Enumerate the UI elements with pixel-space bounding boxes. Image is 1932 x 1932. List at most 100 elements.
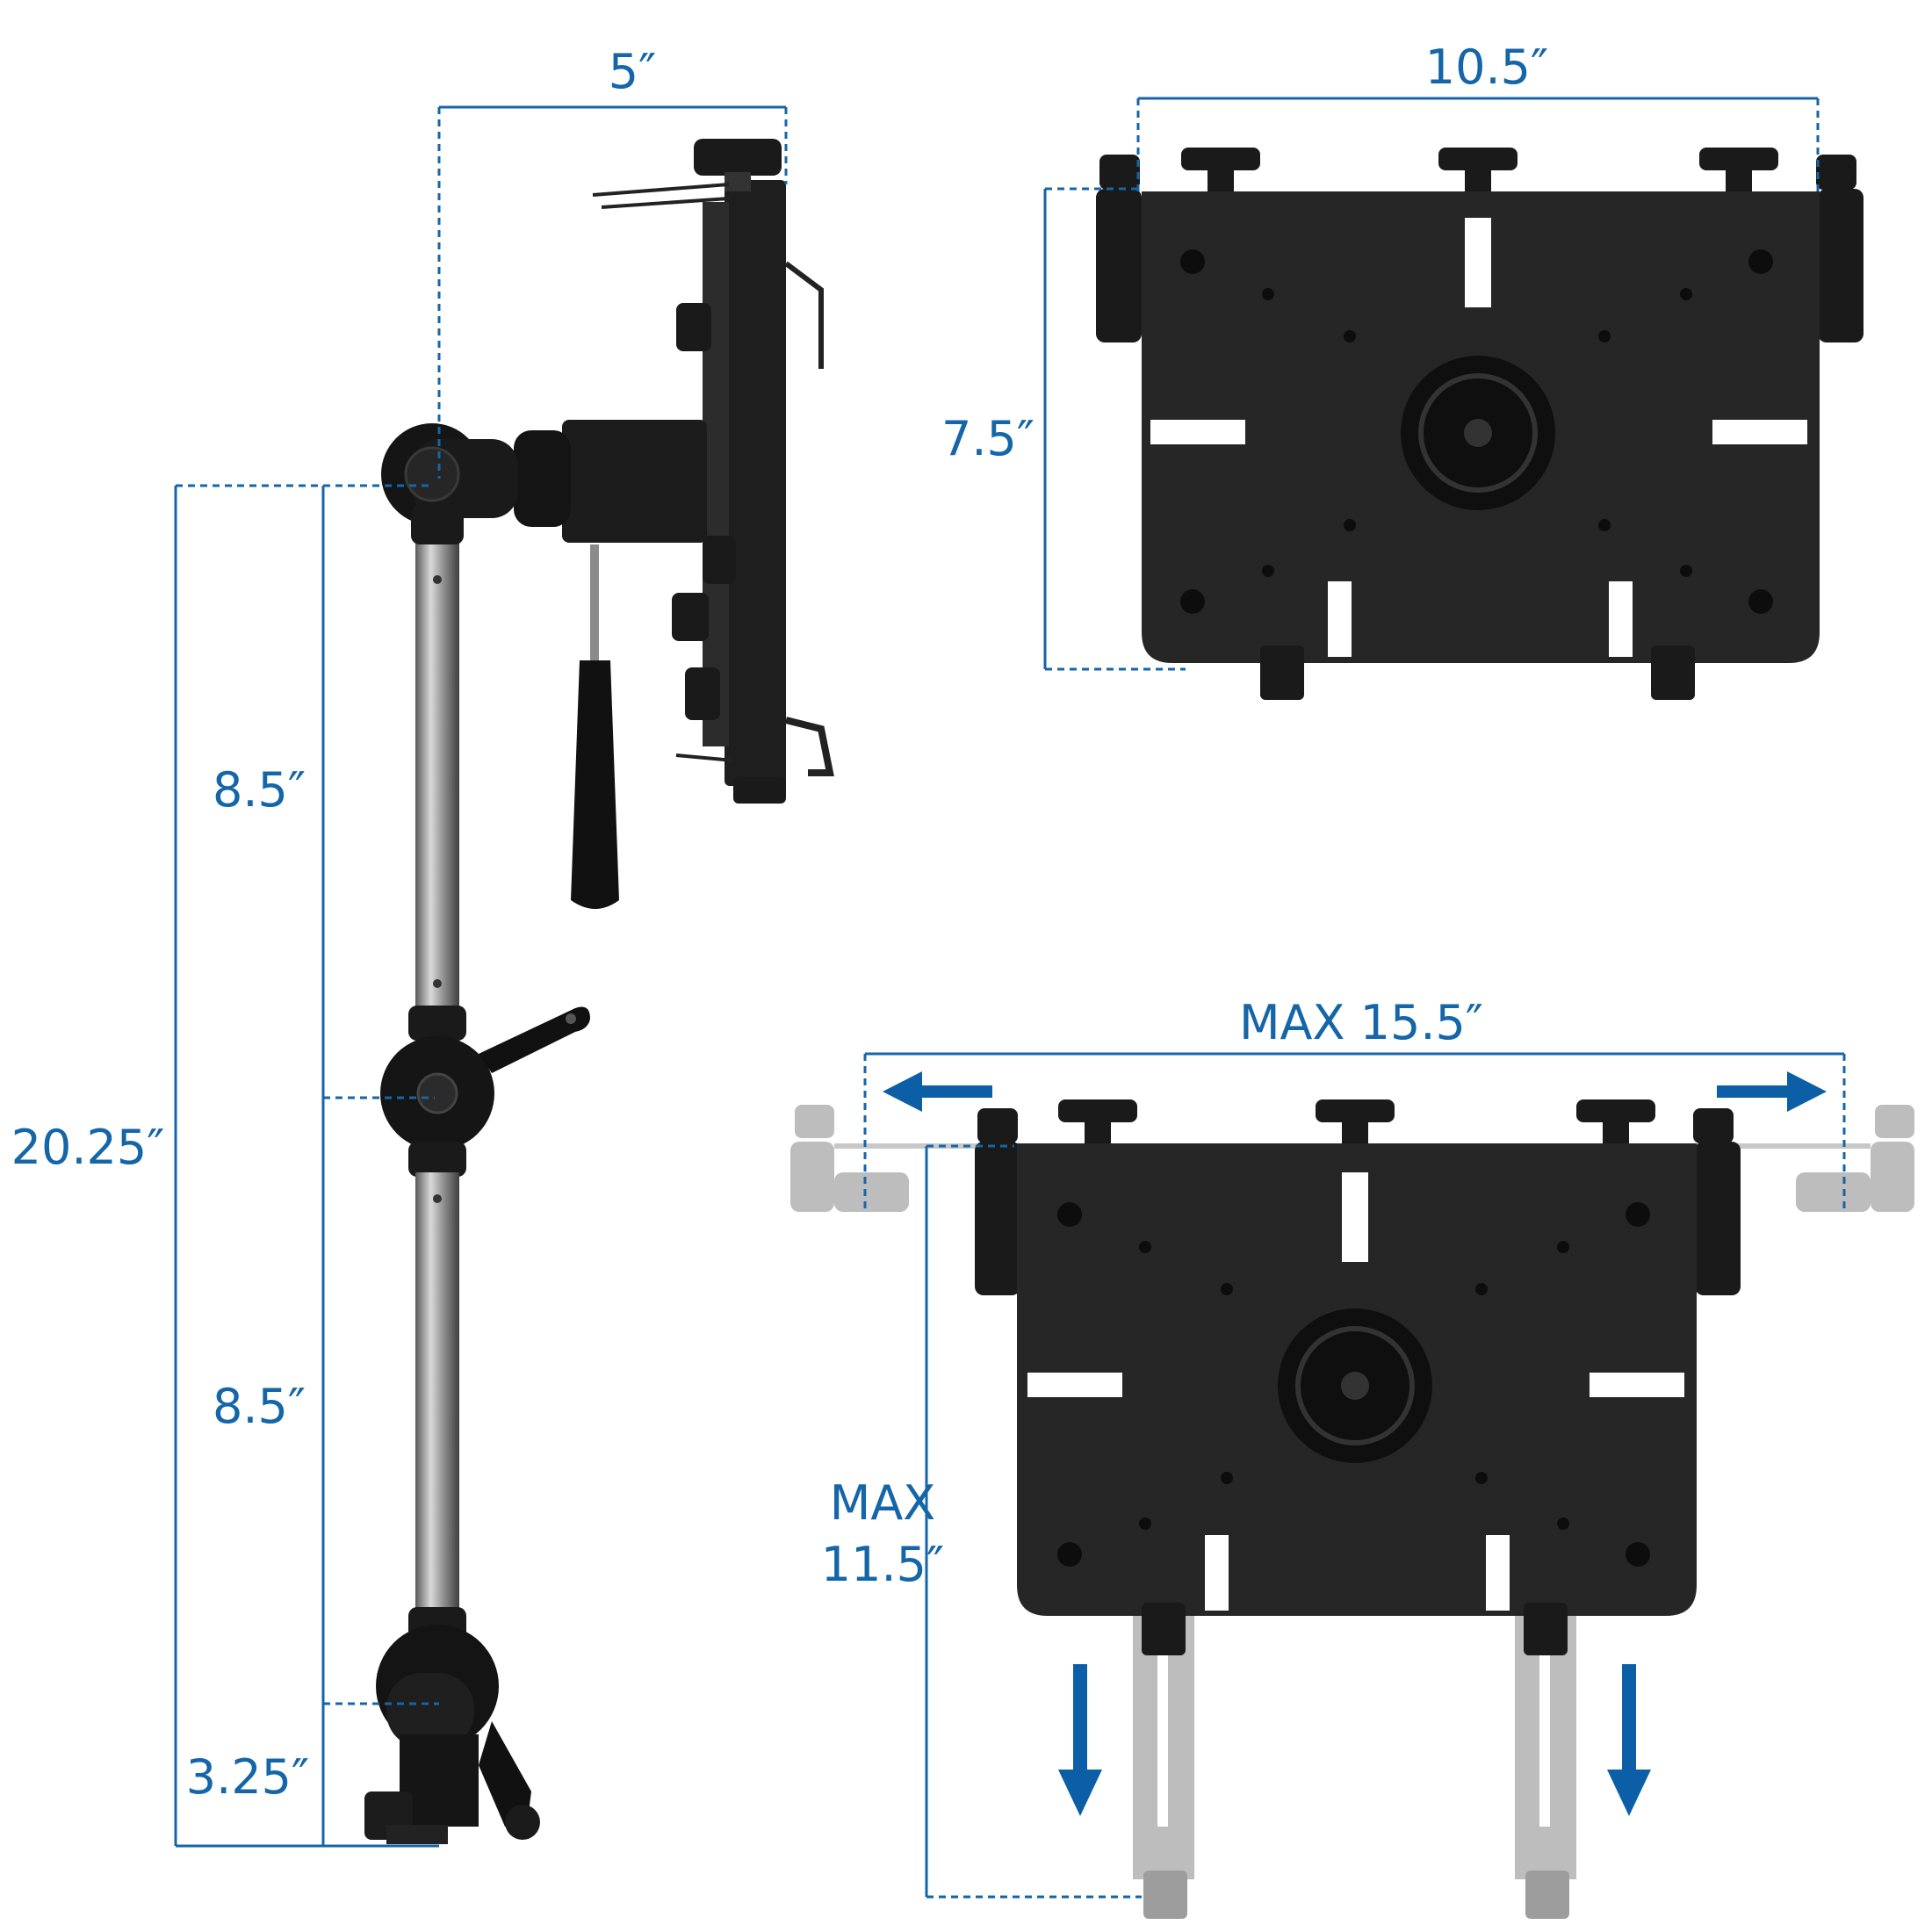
ext-hole	[1057, 1542, 1082, 1567]
ghost-right-clamp-foot	[1796, 1172, 1871, 1212]
middle-joint-cap	[416, 1072, 458, 1114]
ext-top-knob-5	[1693, 1108, 1734, 1143]
upper-pole	[415, 531, 459, 1019]
tray-hole	[1680, 565, 1692, 577]
ext-top-knob-4-stem	[1603, 1119, 1629, 1143]
tray-hole	[1180, 589, 1205, 614]
arrow-left-icon	[883, 1071, 992, 1112]
upper-pole-pin-2	[433, 979, 442, 988]
middle-joint-collar-bottom	[408, 1142, 466, 1177]
ghost-bottom-leg-left-slot	[1157, 1625, 1168, 1827]
ext-hole	[1221, 1472, 1233, 1484]
bottom-knob	[733, 777, 786, 804]
base-lever-nut	[505, 1805, 540, 1840]
tray-hole	[1262, 288, 1274, 300]
tray-compact-dimensions: 10.5″ 7.5″	[941, 40, 1820, 671]
tray-max-width-label: MAX 15.5″	[1239, 995, 1483, 1050]
ext-hole	[1557, 1517, 1569, 1530]
side-upper-arm-label: 8.5″	[213, 762, 306, 818]
base-knob-cap	[386, 1673, 474, 1748]
ext-slot-bottom-left	[1205, 1535, 1229, 1611]
ext-right-clamp	[1695, 1142, 1741, 1295]
ext-hole	[1626, 1542, 1650, 1567]
tray-fan-ring	[1418, 373, 1538, 493]
tray-max-height-label-line2: 11.5″	[821, 1537, 944, 1592]
ext-bottom-clamp-right	[1524, 1603, 1568, 1655]
ext-top-knob-1	[977, 1108, 1018, 1143]
ext-hole	[1475, 1283, 1488, 1295]
tray-top-knob-3-stem	[1465, 167, 1491, 191]
arrow-down-right-icon	[1607, 1664, 1651, 1816]
tray-slot-top	[1465, 218, 1491, 307]
tray-width-label: 10.5″	[1425, 40, 1548, 95]
tray-top-knob-2-stem	[1208, 167, 1234, 191]
ext-hole	[1221, 1283, 1233, 1295]
ext-top-knob-2-stem	[1085, 1119, 1111, 1143]
ghost-right-clamp	[1871, 1142, 1914, 1212]
upper-pole-collar	[411, 505, 464, 544]
ext-left-clamp	[975, 1142, 1020, 1295]
side-dimensions: 5″ 20.25″ 8.5″ 8.5″ 3.25″	[11, 44, 788, 1848]
tray-max-height-label-line1: MAX	[830, 1475, 936, 1531]
ghost-left-clamp-foot	[834, 1172, 909, 1212]
base-clamp-lever	[479, 1721, 531, 1827]
tray-hole	[1262, 565, 1274, 577]
tray-extended-dimensions: MAX 15.5″ MAX 11.5″	[821, 995, 1846, 1899]
tray-compact	[1096, 148, 1864, 700]
tray-height-label: 7.5″	[941, 411, 1034, 466]
ext-top-knob-4	[1576, 1099, 1655, 1122]
tray-right-clamp	[1818, 189, 1864, 342]
tray-bottom-foot-left	[1260, 645, 1304, 700]
ghost-bottom-leg-right-slot	[1539, 1625, 1550, 1827]
bottom-wire-clip	[785, 717, 834, 776]
side-total-height-label: 20.25″	[11, 1120, 165, 1175]
ext-hole	[1626, 1202, 1650, 1227]
ext-hole	[1139, 1517, 1151, 1530]
side-knob-3	[672, 593, 709, 641]
ext-hole	[1057, 1202, 1082, 1227]
right-wire-clip	[784, 261, 824, 369]
upper-pole-pin	[433, 575, 442, 584]
bottom-wire-line	[675, 753, 734, 762]
ext-top-knob-3	[1316, 1099, 1395, 1122]
ext-hole	[1557, 1241, 1569, 1253]
ext-top-knob-3-stem	[1342, 1119, 1368, 1143]
tray-hole	[1748, 249, 1773, 274]
tray-top-knob-5	[1816, 155, 1856, 190]
ext-slot-right	[1590, 1373, 1684, 1397]
ghost-bottom-foot-right	[1525, 1871, 1569, 1919]
arrow-right-icon	[1717, 1071, 1827, 1112]
top-knob	[694, 139, 782, 176]
ghost-left-clamp	[790, 1142, 834, 1212]
ext-bottom-clamp-left	[1142, 1603, 1186, 1655]
top-joint-cap	[404, 446, 460, 502]
tray-top-knob-3	[1438, 148, 1517, 170]
tray-slot-right	[1712, 420, 1807, 444]
tray-slot-bottom-left	[1328, 581, 1352, 657]
ext-slot-bottom-right	[1486, 1535, 1510, 1611]
tray-hole	[1598, 330, 1611, 342]
ext-top-knob-2	[1058, 1099, 1137, 1122]
tray-bottom-foot-right	[1651, 645, 1695, 700]
side-top-width-label: 5″	[609, 44, 657, 99]
side-base-label: 3.25″	[186, 1749, 309, 1805]
side-knob-2	[703, 536, 736, 584]
tray-left-clamp	[1096, 189, 1142, 342]
tray-hole	[1680, 288, 1692, 300]
side-knob-4	[685, 667, 720, 720]
tray-fan-hub	[1464, 419, 1492, 447]
base-bolt	[386, 1825, 448, 1844]
side-lower-arm-label: 8.5″	[213, 1379, 306, 1434]
adapter-collar	[514, 430, 571, 527]
middle-joint-collar-top	[408, 1006, 466, 1041]
top-wire-clip	[592, 183, 730, 209]
arrow-down-left-icon	[1058, 1664, 1102, 1816]
tray-hole	[1748, 589, 1773, 614]
tray-extended	[790, 1071, 1914, 1919]
ext-hole	[1139, 1241, 1151, 1253]
tray-hole	[1180, 249, 1205, 274]
adapter-block	[562, 420, 707, 543]
ext-slot-left	[1027, 1373, 1122, 1397]
side-knob-1	[676, 303, 711, 351]
